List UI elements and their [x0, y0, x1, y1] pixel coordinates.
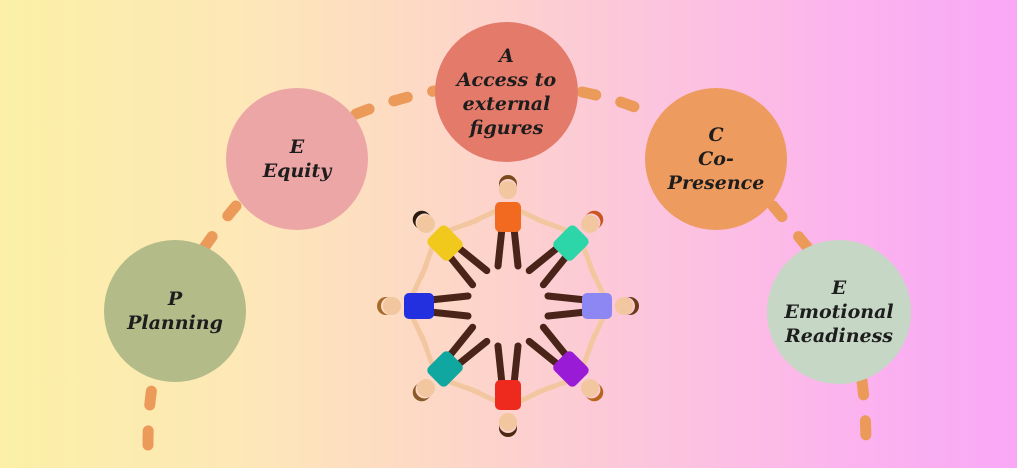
node-equity-letter: E [289, 136, 305, 158]
node-emotional-letter: E [831, 277, 847, 299]
node-planning: P Planning [104, 240, 246, 382]
node-emotional-label-line2: Readiness [785, 325, 893, 347]
dashed-connectors [142, 85, 872, 454]
node-copresence-letter: C [708, 124, 724, 146]
node-access-label-line2: external [462, 93, 551, 115]
node-access-label-line1: Access to [456, 69, 557, 91]
connector-access-to-copresence [576, 86, 662, 122]
connector-copresence-to-emotional [767, 200, 814, 254]
node-equity: E Equity [226, 88, 368, 230]
node-access: A Access to external figures [435, 22, 578, 162]
node-planning-label: Planning [127, 312, 223, 334]
node-planning-letter: P [167, 288, 183, 310]
node-emotional-readiness: E Emotional Readiness [767, 240, 911, 384]
node-access-letter: A [499, 45, 514, 67]
person-figure [525, 210, 604, 289]
node-equity-label: Equity [262, 160, 332, 182]
connector-bottom-right [856, 375, 872, 454]
person-figure [377, 263, 472, 349]
person-figure [525, 323, 604, 402]
node-emotional-label-line1: Emotional [784, 301, 894, 323]
person-figure [412, 210, 491, 289]
node-copresence-label-line2: Presence [667, 172, 765, 194]
person-figure [465, 175, 551, 270]
node-copresence-label-line1: Co- [698, 148, 734, 170]
person-figure [412, 323, 491, 402]
connector-p-to-equity [198, 200, 242, 254]
connector-equity-to-access [350, 85, 440, 120]
people-circle-icon [377, 175, 639, 437]
node-copresence: C Co- Presence [645, 88, 787, 230]
connector-bottom-left [142, 370, 160, 451]
node-access-label-line3: figures [469, 117, 544, 139]
